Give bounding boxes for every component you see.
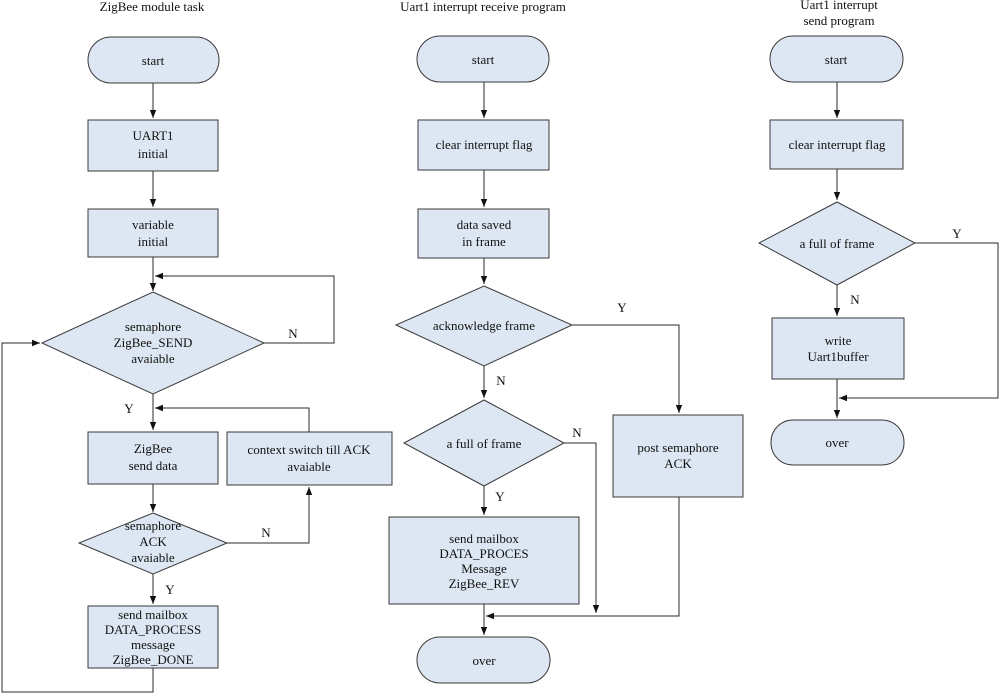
clear-interrupt-flag-box-send — [769, 119, 904, 170]
over-label-send: over — [825, 435, 849, 450]
clear-flag-label-send: clear interrupt flag — [789, 137, 886, 152]
send-data-line1: ZigBee — [134, 441, 172, 456]
post-sem-line2: ACK — [664, 456, 692, 471]
context-switch-line2: avaiable — [287, 459, 331, 474]
send-mailbox-rev-box — [388, 516, 580, 605]
column-title-send-line2: send program — [803, 13, 874, 28]
label-y-full-frame-send: Y — [952, 226, 962, 241]
label-n-full-frame-receive: N — [572, 425, 582, 440]
mailbox2-line4: ZigBee_REV — [449, 576, 520, 591]
write-uart1buffer-box — [771, 317, 905, 380]
clear-interrupt-flag-box-receive — [417, 119, 550, 171]
mailbox1-line4: ZigBee_DONE — [113, 652, 194, 667]
zigbee-send-data-box — [87, 431, 219, 485]
uart1-initial-line1: UART1 — [132, 128, 173, 143]
send-mailbox-process-box — [87, 605, 219, 669]
variable-initial-line1: variable — [132, 217, 174, 232]
data-saved-line1: data saved — [457, 217, 512, 232]
column-uart1-receive: Uart1 interrupt receive program start cl… — [388, 0, 744, 684]
column-title-zigbee-task: ZigBee module task — [100, 0, 205, 14]
clear-flag-label-receive: clear interrupt flag — [436, 137, 533, 152]
send-data-line2: send data — [129, 458, 178, 473]
sem-send-line3: avaiable — [131, 351, 175, 366]
full-frame-label-receive: a full of frame — [447, 436, 522, 451]
post-sem-line1: post semaphore — [637, 440, 718, 455]
label-n-full-frame-send: N — [850, 292, 860, 307]
data-saved-line2: in frame — [462, 234, 506, 249]
write-line1: write — [825, 333, 852, 348]
label-y-ack-frame: Y — [617, 300, 627, 315]
label-n-sem-ack: N — [261, 525, 271, 540]
column-zigbee-module-task: ZigBee module task start UART1 initial v… — [1, 0, 393, 693]
sem-ack-line1: semaphore — [125, 518, 182, 533]
ack-frame-label: acknowledge frame — [433, 318, 535, 333]
sem-send-line1: semaphore — [125, 319, 182, 334]
data-saved-box — [417, 208, 550, 259]
start-label-receive: start — [472, 52, 495, 67]
column-title-send-line1: Uart1 interrupt — [800, 0, 878, 12]
start-label: start — [142, 53, 165, 68]
over-terminal-send — [770, 419, 905, 466]
full-frame-label-send: a full of frame — [800, 236, 875, 251]
mailbox2-line2: DATA_PROCES — [439, 546, 528, 561]
label-y-sem-ack: Y — [165, 582, 175, 597]
over-label-receive: over — [472, 653, 496, 668]
mailbox1-line3: message — [131, 637, 175, 652]
mailbox2-line3: Message — [461, 561, 507, 576]
label-y-sem-send: Y — [124, 401, 134, 416]
sem-send-line2: ZigBee_SEND — [114, 335, 193, 350]
mailbox1-line2: DATA_PROCESS — [105, 622, 201, 637]
write-line2: Uart1buffer — [807, 349, 869, 364]
label-n-sem-send: N — [288, 326, 298, 341]
uart1-initial-box — [87, 119, 219, 172]
label-y-full-frame-receive: Y — [495, 489, 505, 504]
uart1-initial-line2: initial — [138, 146, 169, 161]
label-n-ack-frame: N — [496, 373, 506, 388]
column-title-receive: Uart1 interrupt receive program — [400, 0, 566, 14]
post-semaphore-ack-box — [612, 414, 744, 498]
variable-initial-line2: initial — [138, 234, 169, 249]
mailbox1-line1: send mailbox — [118, 607, 188, 622]
over-terminal-receive — [416, 636, 551, 684]
column-uart1-send: Uart1 interrupt send program start clear… — [757, 0, 999, 466]
sem-ack-line2: ACK — [139, 534, 167, 549]
sem-ack-line3: avaiable — [131, 550, 175, 565]
context-switch-box — [226, 431, 393, 486]
start-terminal-receive — [416, 35, 550, 83]
mailbox2-line1: send mailbox — [449, 531, 519, 546]
start-label-send: start — [825, 52, 848, 67]
context-switch-line1: context switch till ACK — [247, 442, 371, 457]
